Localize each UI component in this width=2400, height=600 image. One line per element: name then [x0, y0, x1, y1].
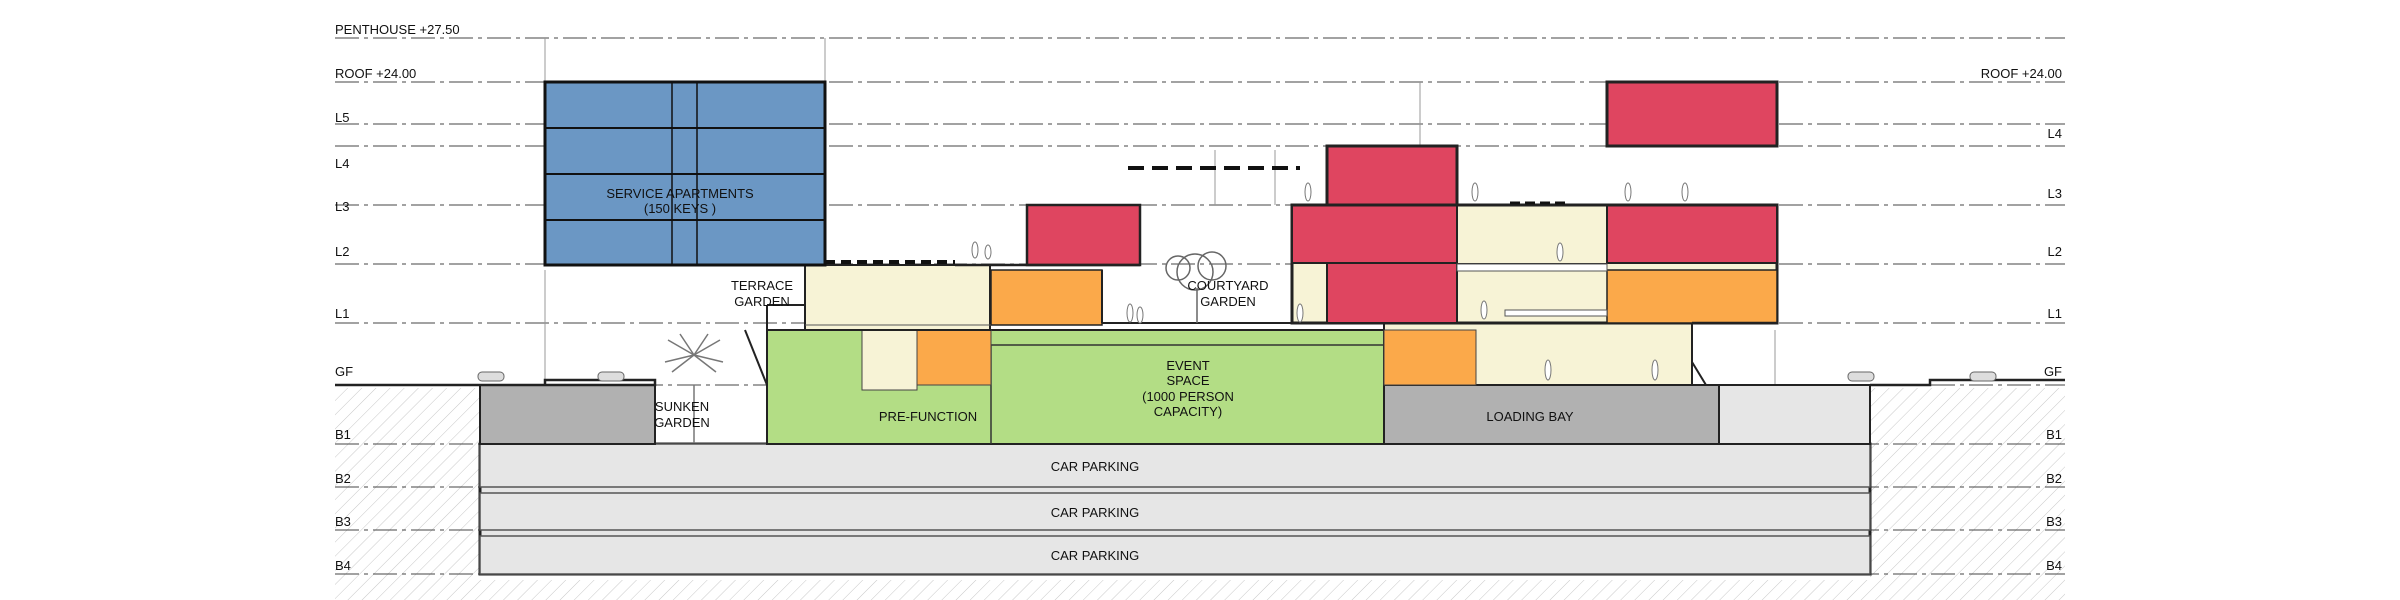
terrace-edge: [744, 329, 768, 386]
event-space-label-1: EVENT: [1166, 358, 1209, 373]
service-apartments-label: SERVICE APARTMENTS: [606, 186, 754, 201]
event-space-label-2: SPACE: [1166, 373, 1209, 388]
level-label-right-5: B1: [2046, 427, 2062, 442]
level-label-left-9: B4: [335, 558, 351, 573]
level-label-right-7: B3: [2046, 514, 2062, 529]
level-label-left-4: L1: [335, 306, 349, 321]
right-tower: [1290, 80, 1779, 386]
service-apartments-block: [543, 80, 827, 267]
level-label-right-8: B4: [2046, 558, 2062, 573]
terrace-garden-label-1: TERRACE: [731, 278, 793, 293]
courtyard-garden-label-1: COURTYARD: [1187, 278, 1268, 293]
car-parking-block: [478, 442, 1872, 576]
level-label-left-3: L2: [335, 244, 349, 259]
level-label-left-1: L4: [335, 156, 349, 171]
level-label-left-2: L3: [335, 199, 349, 214]
level-label-left-8: B3: [335, 514, 351, 529]
level-label-right-4: GF: [2044, 364, 2062, 379]
palm-tree: [664, 333, 724, 443]
level-label-right-2: L2: [2048, 244, 2062, 259]
level-label-left-6: B1: [335, 427, 351, 442]
courtyard-tree: [1165, 251, 1227, 323]
level-labels-right: ROOF +24.00 L4 L3 L2 L1 GF B1 B2 B3 B4: [1981, 66, 2062, 573]
reference-lines: [544, 38, 1776, 385]
level-label-left-5: GF: [335, 364, 353, 379]
roof-label-right: ROOF +24.00: [1981, 66, 2062, 81]
b1-service-room-right: [1718, 384, 1871, 445]
level-label-right-6: B2: [2046, 471, 2062, 486]
people-figures: [971, 182, 1689, 381]
roof-label-left: ROOF +24.00: [335, 66, 416, 81]
sunken-garden-label-2: GARDEN: [654, 415, 710, 430]
level-label-right-3: L1: [2048, 306, 2062, 321]
ground-hatch: [335, 388, 2065, 600]
cars: [477, 371, 1997, 382]
level-label-left-0: L5: [335, 110, 349, 125]
level-label-right-1: L3: [2048, 186, 2062, 201]
car-parking-b3-label: CAR PARKING: [1051, 505, 1140, 520]
level-labels-left: PENTHOUSE +27.50 ROOF +24.00 L5 L4 L3 L2…: [335, 22, 460, 573]
penthouse-label: PENTHOUSE +27.50: [335, 22, 460, 37]
event-space-label-3: (1000 PERSON: [1142, 389, 1234, 404]
event-space-label-4: CAPACITY): [1154, 404, 1222, 419]
service-apartments-keys-label: (150 KEYS ): [644, 201, 716, 216]
car-parking-b4-label: CAR PARKING: [1051, 548, 1140, 563]
loading-bay-label: LOADING BAY: [1486, 409, 1574, 424]
level-label-right-0: L4: [2048, 126, 2062, 141]
terrace-garden-label-2: GARDEN: [734, 294, 790, 309]
b1-service-room-left: [479, 384, 656, 445]
event-podium: [766, 329, 1385, 445]
level-label-left-7: B2: [335, 471, 351, 486]
courtyard-garden-label-2: GARDEN: [1200, 294, 1256, 309]
left-podium: [766, 203, 1384, 331]
ground-profile-right: [1870, 378, 2065, 387]
pre-function-label: PRE-FUNCTION: [879, 409, 977, 424]
car-parking-b2-label: CAR PARKING: [1051, 459, 1140, 474]
sunken-garden-label-1: SUNKEN: [655, 399, 709, 414]
space-labels: SERVICE APARTMENTS (150 KEYS ) TERRACE G…: [606, 186, 1574, 563]
